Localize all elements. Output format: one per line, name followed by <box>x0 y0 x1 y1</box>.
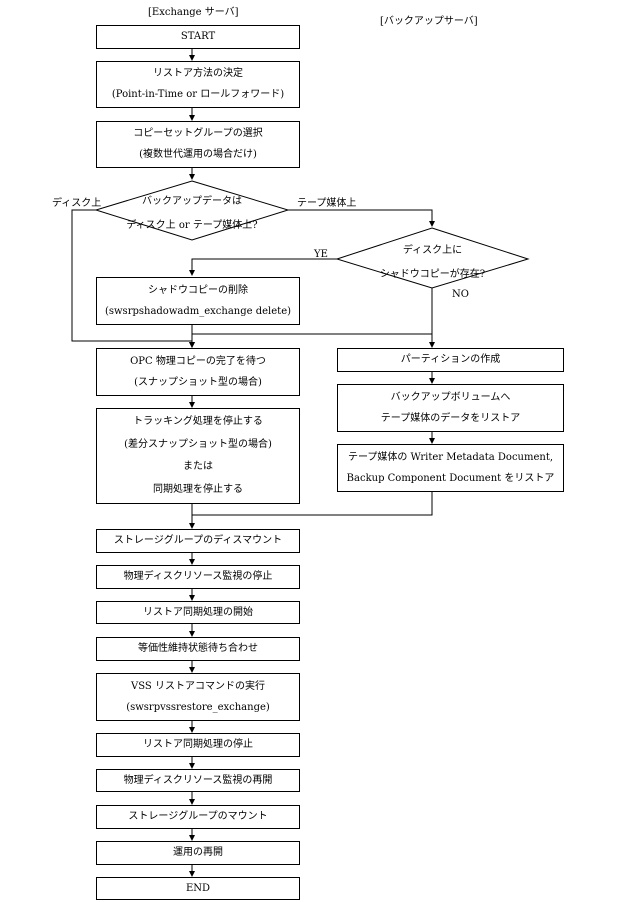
decision-backup-location <box>94 180 290 241</box>
connector <box>288 209 435 227</box>
step-label: (Point-in-Time or ロールフォワード) <box>111 88 285 100</box>
step-label: OPC 物理コピーの完了を待つ <box>130 355 266 367</box>
step-opc-wait: OPC 物理コピーの完了を待つ (スナップショット型の場合) <box>96 348 300 396</box>
step-label: 運用の再開 <box>173 847 223 858</box>
branch-label-disk: ディスク上 <box>52 198 102 209</box>
step-label: または <box>183 461 213 473</box>
step-tracking-stop: トラッキング処理を停止する (差分スナップショット型の場合) または 同期処理を… <box>96 408 300 504</box>
step-monitor-stop: 物理ディスクリソース監視の停止 <box>96 565 300 589</box>
branch-label-yes: YE <box>314 249 328 260</box>
decision-backup-location-text: バックアップデータは ディスク上 or テープ媒体上? <box>96 196 288 232</box>
step-sync-start: リストア同期処理の開始 <box>96 601 300 624</box>
branch-label-no: NO <box>452 289 469 300</box>
step-start-label: START <box>180 31 216 42</box>
step-start: START <box>96 25 300 49</box>
header-backup-server: [バックアップサーバ] <box>380 16 478 27</box>
step-label: 同期処理を停止する <box>153 483 243 495</box>
step-label: 等価性維持状態待ち合わせ <box>138 643 258 654</box>
step-monitor-resume: 物理ディスクリソース監視の再開 <box>96 769 300 792</box>
step-label: シャドウコピーの削除 <box>148 284 248 296</box>
step-label: テープ媒体の Writer Metadata Document, <box>347 451 554 463</box>
step-end-label: END <box>185 882 211 894</box>
step-shadow-delete: シャドウコピーの削除 (swsrpshadowadm_exchange dele… <box>96 277 300 325</box>
step-label: (複数世代運用の場合だけ) <box>139 148 257 160</box>
connector <box>192 492 433 516</box>
step-label: トラッキング処理を停止する <box>133 416 263 428</box>
step-label: VSS リストアコマンドの実行 <box>131 680 265 692</box>
decision-label: シャドウコピーが存在? <box>379 269 486 280</box>
step-label: 物理ディスクリソース監視の停止 <box>123 571 273 582</box>
step-label: リストア同期処理の停止 <box>143 739 253 750</box>
decision-label: ディスク上に <box>402 245 463 256</box>
step-label: (差分スナップショット型の場合) <box>124 438 272 450</box>
step-copyset-select: コピーセットグループの選択 (複数世代運用の場合だけ) <box>96 121 300 168</box>
decision-shadow-copy-exists <box>335 227 530 289</box>
decision-shadow-copy-text: ディスク上に シャドウコピーが存在? <box>337 245 528 281</box>
branch-label-tape: テープ媒体上 <box>297 198 357 209</box>
step-label: パーティションの作成 <box>400 354 501 365</box>
step-partition-create: パーティションの作成 <box>337 348 564 372</box>
step-label: ストレージグループのマウント <box>128 811 268 822</box>
header-exchange-server: [Exchange サーバ] <box>148 7 239 18</box>
connector <box>189 258 337 276</box>
step-tape-metadata-restore: テープ媒体の Writer Metadata Document, Backup … <box>337 444 564 492</box>
step-label: テープ媒体のデータをリストア <box>380 412 521 424</box>
step-end: END <box>96 877 300 900</box>
step-vss-restore: VSS リストアコマンドの実行 (swsrpvssrestore_exchang… <box>96 673 300 721</box>
step-tape-data-restore: バックアップボリュームへ テープ媒体のデータをリストア <box>337 384 564 432</box>
step-mount: ストレージグループのマウント <box>96 805 300 829</box>
step-equivalence-wait: 等価性維持状態待ち合わせ <box>96 637 300 661</box>
step-label: リストア方法の決定 <box>153 68 243 80</box>
step-label: 物理ディスクリソース監視の再開 <box>123 774 273 786</box>
step-sync-stop: リストア同期処理の停止 <box>96 733 300 757</box>
step-label: コピーセットグループの選択 <box>133 128 263 140</box>
step-label: リストア同期処理の開始 <box>143 606 253 618</box>
decision-label: ディスク上 or テープ媒体上? <box>126 220 258 231</box>
step-dismount: ストレージグループのディスマウント <box>96 529 300 553</box>
step-resume-operations: 運用の再開 <box>96 841 300 865</box>
connector <box>71 209 192 342</box>
step-label: バックアップボリュームへ <box>390 391 511 403</box>
step-restore-method: リストア方法の決定 (Point-in-Time or ロールフォワード) <box>96 61 300 108</box>
decision-label: バックアップデータは <box>142 196 242 207</box>
step-label: (スナップショット型の場合) <box>134 376 262 388</box>
step-label: (swsrpvssrestore_exchange) <box>126 701 270 713</box>
step-label: Backup Component Document をリストア <box>346 472 555 484</box>
step-label: ストレージグループのディスマウント <box>113 535 283 546</box>
step-label: (swsrpshadowadm_exchange delete) <box>104 305 292 317</box>
